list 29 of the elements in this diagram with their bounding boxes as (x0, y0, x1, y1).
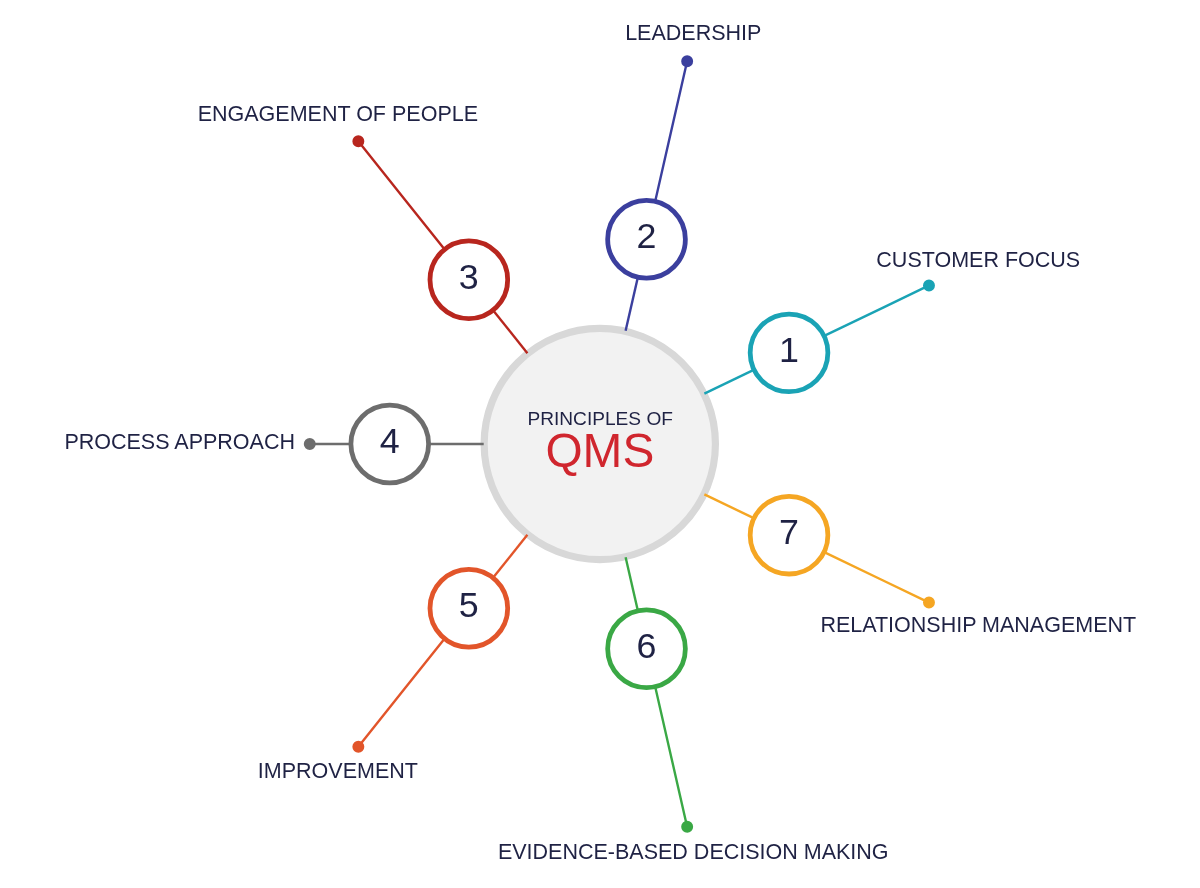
node-circle: 1 (747, 311, 830, 395)
connector (491, 534, 528, 579)
node-text: RELATIONSHIP MANAGEMENT (819, 612, 1136, 637)
node-circle: 4 (348, 402, 431, 486)
node-text: EVIDENCE-BASED DECISION MAKING (497, 839, 889, 864)
connector (823, 551, 935, 609)
connector (623, 556, 639, 611)
connector (653, 686, 693, 833)
connector (653, 55, 693, 202)
connector (703, 368, 754, 395)
connector (623, 277, 639, 332)
node-circle: 3 (427, 238, 510, 321)
node-text: PROCESS APPROACH (63, 430, 295, 455)
connector (303, 438, 351, 450)
node-text: CUSTOMER FOCUS (875, 247, 1080, 272)
connector (823, 279, 935, 337)
connector (703, 493, 754, 520)
node-circle: 7 (747, 493, 830, 577)
node-text: IMPROVEMENT (257, 758, 418, 783)
node-circle: 2 (604, 198, 688, 281)
connector (491, 309, 528, 354)
node-text: ENGAGEMENT OF PEOPLE (197, 101, 478, 126)
node-circle: 6 (604, 607, 688, 690)
connector (428, 442, 484, 446)
connector (351, 135, 445, 250)
connector (351, 638, 445, 753)
node-circle: PRINCIPLES OF QMS (480, 324, 719, 564)
node-text: LEADERSHIP (624, 20, 761, 45)
node-circle: 5 (427, 567, 510, 650)
